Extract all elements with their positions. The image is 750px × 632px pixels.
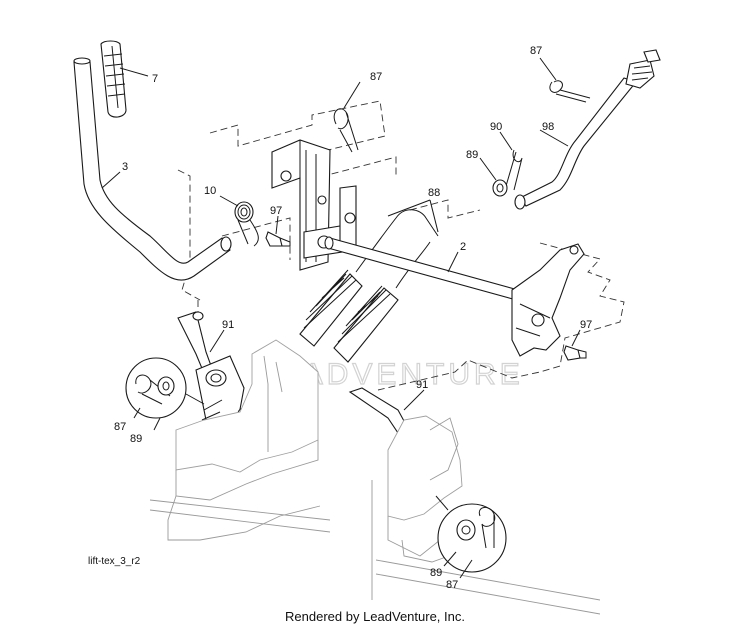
part-7-handle-grip xyxy=(100,40,127,118)
callout-87-right: 87 xyxy=(446,579,458,591)
callout-97-left: 97 xyxy=(270,205,282,217)
callout-97-right: 97 xyxy=(580,319,592,331)
part-3-lift-lever xyxy=(73,57,232,281)
leader-lines xyxy=(101,57,581,579)
detail-circle-right xyxy=(435,495,507,573)
callout-91-left: 91 xyxy=(222,319,234,331)
detail-circle-left xyxy=(125,357,205,419)
callout-89-top: 89 xyxy=(466,149,478,161)
callout-90: 90 xyxy=(490,121,502,133)
callout-89-right: 89 xyxy=(430,567,442,579)
callout-91-right: 91 xyxy=(416,379,428,391)
callout-88: 88 xyxy=(428,187,440,199)
callout-10: 10 xyxy=(204,185,216,197)
render-credit-caption: Rendered by LeadVenture, Inc. xyxy=(285,609,465,624)
part-87-hairpin-clip-top xyxy=(333,108,359,153)
part-10-torsion-spring xyxy=(234,201,259,247)
callout-87-top-right: 87 xyxy=(530,45,542,57)
callout-3: 3 xyxy=(122,161,128,173)
callout-labels: 7 3 87 10 97 88 87 90 98 89 2 91 97 87 8… xyxy=(114,45,592,591)
part-88-extension-springs xyxy=(299,209,439,363)
callout-7: 7 xyxy=(152,73,158,85)
callout-89-left: 89 xyxy=(130,433,142,445)
part-97-bolt-left xyxy=(265,231,291,247)
callout-87-top: 87 xyxy=(370,71,382,83)
part-98-adjustment-rod xyxy=(514,49,661,210)
right-lift-arm-bracket xyxy=(511,243,585,357)
part-2-lift-shaft xyxy=(324,236,541,307)
callout-98: 98 xyxy=(542,121,554,133)
dashed-reference-lines xyxy=(177,100,625,391)
callout-87-left: 87 xyxy=(114,421,126,433)
part-97-bolt-right xyxy=(563,345,587,361)
deck-housing-outline xyxy=(149,339,601,615)
callout-2: 2 xyxy=(460,241,466,253)
center-mounting-bracket xyxy=(271,139,357,271)
figure-id-label: lift-tex_3_r2 xyxy=(88,556,141,567)
part-90-clip-and-89-washer xyxy=(492,149,523,197)
part-87-hairpin-clip-top-right xyxy=(549,80,591,103)
part-91-link-rod-left xyxy=(177,311,251,429)
